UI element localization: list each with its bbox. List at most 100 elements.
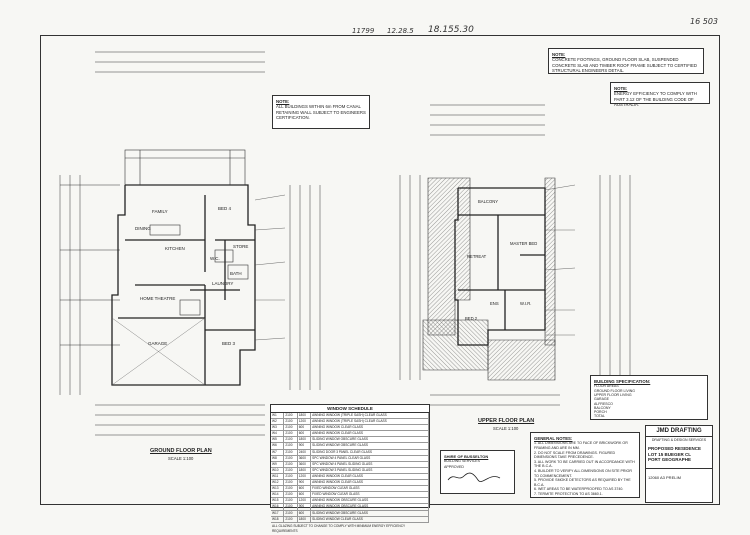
note-body: ENERGY EFFICIENCY TO COMPLY WITH PART 3.… xyxy=(614,91,697,108)
schedule-cell: AWNING WINDOW (TRIPLE SASH) CLEAR GLASS xyxy=(311,413,429,419)
schedule-cell: 2100 xyxy=(284,486,298,492)
building-spec-title: BUILDING SPECIFICATION: xyxy=(594,379,651,384)
room-bed-4: BED 4 xyxy=(218,206,232,211)
general-note-line: 2. DO NOT SCALE FROM DRAWINGS. FIGURED D… xyxy=(534,450,616,460)
building-spec-line: GARAGE xyxy=(594,397,609,402)
schedule-cell: 600 xyxy=(298,425,312,431)
schedule-cell: W6 xyxy=(271,443,285,449)
schedule-cell: W16 xyxy=(271,504,285,510)
schedule-cell: 2400 xyxy=(298,449,312,455)
window-schedule-footer: ALL GLAZING SUBJECT TO CHANGE TO COMPLY … xyxy=(272,523,406,533)
note-heading: NOTE: xyxy=(614,86,628,91)
schedule-cell: 2100 xyxy=(284,419,298,425)
schedule-cell: 2100 xyxy=(284,425,298,431)
note-body: CONCRETE FOOTINGS, GROUND FLOOR SLAB, SU… xyxy=(552,57,698,74)
schedule-cell: 3600 xyxy=(298,455,312,461)
schedule-cell: 1800 xyxy=(298,467,312,473)
upper-room-labels: BALCONY MASTER BED RETREAT ENS W.I.R. BE… xyxy=(465,199,537,321)
schedule-cell: 3600 xyxy=(298,461,312,467)
schedule-cell: 1800 xyxy=(298,413,312,419)
room-ensuite: ENS xyxy=(490,301,499,306)
schedule-cell: 900 xyxy=(298,443,312,449)
schedule-cell: W15 xyxy=(271,498,285,504)
schedule-cell: 2100 xyxy=(284,431,298,437)
room-store: STORE xyxy=(233,244,248,249)
schedule-cell: 2100 xyxy=(284,467,298,473)
schedule-cell: 900 xyxy=(298,504,312,510)
schedule-cell: W5 xyxy=(271,437,285,443)
schedule-cell: 1800 xyxy=(298,437,312,443)
drawing-number: 12060 A3 PRELIM xyxy=(646,468,712,480)
stamp-sub: APPROVED xyxy=(444,464,464,469)
schedule-cell: 2100 xyxy=(284,413,298,419)
company-address: DRAFTING & DESIGN SERVICES xyxy=(651,438,707,442)
note-energy-efficiency: NOTE: ENERGY EFFICIENCY TO COMPLY WITH P… xyxy=(610,82,710,108)
schedule-cell: 2100 xyxy=(284,437,298,443)
schedule-cell: AWNING WINDOW CLEAR GLASS xyxy=(311,480,429,486)
schedule-cell: 1200 xyxy=(298,473,312,480)
schedule-cell: 2100 xyxy=(284,455,298,461)
window-schedule-title: WINDOW SCHEDULE xyxy=(271,405,429,413)
schedule-cell: 600 xyxy=(298,510,312,516)
room-home-theatre: HOME THEATRE xyxy=(140,296,175,301)
building-spec-line: FLOOR AREAS xyxy=(594,384,619,389)
upper-floor-walls xyxy=(454,187,546,346)
schedule-cell: AWNING WINDOW OBSCURE GLASS xyxy=(311,504,429,510)
building-spec-line: TOTAL xyxy=(594,414,605,419)
room-retreat: RETREAT xyxy=(467,254,487,259)
project-label: PROPOSED RESIDENCE xyxy=(648,446,702,451)
schedule-cell: 2100 xyxy=(284,498,298,504)
upper-roof-hatch xyxy=(422,177,556,381)
schedule-cell: 900 xyxy=(298,480,312,486)
note-heading: NOTE: xyxy=(552,52,566,57)
schedule-cell: 2100 xyxy=(284,510,298,516)
stamp-line: BUILDING SERVICES xyxy=(444,459,481,464)
schedule-cell: 2100 xyxy=(284,480,298,486)
schedule-cell: W9 xyxy=(271,461,285,467)
schedule-cell: 2100 xyxy=(284,449,298,455)
building-spec-line: BALCONY xyxy=(594,405,611,410)
general-note-line: 6. WET AREAS TO BE WATERPROOFED TO AS 37… xyxy=(534,487,624,492)
garage-slab xyxy=(111,317,206,386)
schedule-cell: AWNING WINDOW (TRIPLE SASH) CLEAR GLASS xyxy=(311,419,429,425)
schedule-cell: AWNING WINDOW CLEAR GLASS xyxy=(311,425,429,431)
schedule-cell: 600 xyxy=(298,486,312,492)
building-spec-line: UPPER FLOOR LIVING xyxy=(594,393,632,397)
building-spec-line: ALFRESCO xyxy=(594,401,613,406)
room-laundry: LAUNDRY xyxy=(212,281,233,286)
general-note-line: 3. ALL WORK TO BE CARRIED OUT IN ACCORDA… xyxy=(534,459,635,469)
schedule-cell: AWNING WINDOW CLEAR GLASS xyxy=(311,431,429,437)
schedule-cell: W1 xyxy=(271,413,285,419)
general-notes-title: GENERAL NOTES: xyxy=(534,436,573,441)
schedule-cell: 1800 xyxy=(298,516,312,522)
room-balcony: BALCONY xyxy=(478,199,498,204)
schedule-cell: SLIDING WINDOW OBSCURE GLASS xyxy=(311,437,429,443)
handwritten-corner-number: 16 503 xyxy=(690,17,718,26)
note-retaining-wall: NOTE: ALL BUILDINGS WITHIN 6m FROM CANAL… xyxy=(272,95,370,129)
approval-stamp: SHIRE OF BUSSELTON BUILDING SERVICES APP… xyxy=(440,450,515,494)
project-location: PORT GEOGRAPHE xyxy=(648,457,692,462)
schedule-cell: 2100 xyxy=(284,492,298,498)
schedule-cell: W13 xyxy=(271,486,285,492)
ground-room-labels: FAMILY BED 4 HOME THEATRE GARAGE BED 3 L… xyxy=(135,206,248,346)
schedule-cell: W18 xyxy=(271,516,285,522)
ground-floor-plan-scale: SCALE 1:100 xyxy=(168,456,194,461)
schedule-cell: W2 xyxy=(271,419,285,425)
handwritten-date: 18.155.30 xyxy=(428,25,474,35)
stamp-title: SHIRE OF BUSSELTON xyxy=(444,454,489,459)
room-kitchen: KITCHEN xyxy=(165,246,185,251)
upper-floor-plan-title: UPPER FLOOR PLAN xyxy=(478,418,535,424)
ground-floor-walls xyxy=(111,184,256,386)
schedule-cell: SPC WINDOW 4 PANEL CLEAR GLASS xyxy=(311,455,429,461)
